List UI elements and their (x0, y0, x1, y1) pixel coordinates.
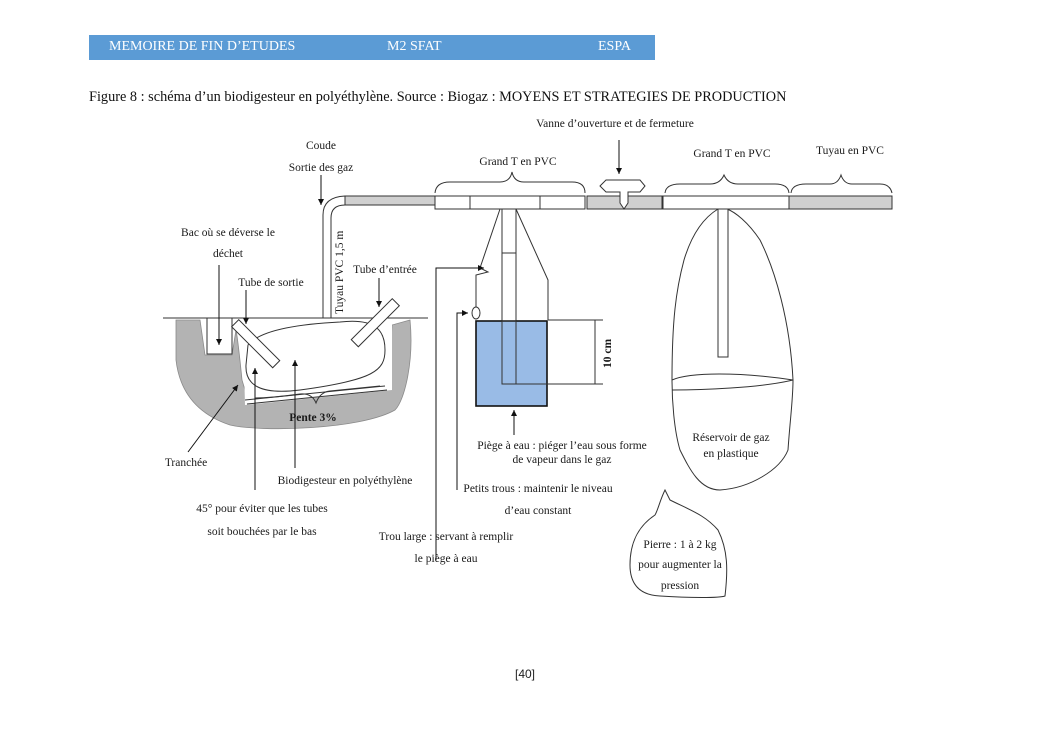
label-petits-trous-2: d’eau constant (505, 505, 573, 517)
figure-caption: Figure 8 : schéma d’un biodigesteur en p… (89, 89, 787, 105)
label-trou-large-1: Trou large : servant à remplir (379, 531, 514, 543)
brace-grand-t-2 (664, 173, 790, 194)
water-trap-funnel (475, 208, 549, 320)
label-vanne: Vanne d’ouverture et de fermeture (536, 118, 694, 130)
biodigester-bag (245, 320, 386, 392)
label-grand-t-1: Grand T en PVC (479, 156, 557, 168)
label-piege-2: de vapeur dans le gaz (513, 454, 612, 466)
label-pierre-2: pour augmenter la (638, 559, 722, 571)
label-coude: Coude (306, 140, 336, 152)
label-reservoir-1: Réservoir de gaz (692, 432, 769, 444)
label-reservoir-2: en plastique (703, 448, 758, 460)
page-number: [40] (515, 667, 536, 681)
label-trou-large-2: le piège à eau (415, 553, 478, 565)
valve-icon (599, 179, 646, 210)
label-10cm: 10 cm (602, 339, 614, 368)
label-pierre-1: Pierre : 1 à 2 kg (643, 539, 716, 551)
header-program: M2 SFAT (387, 39, 442, 54)
brace-tuyau-pvc (790, 173, 893, 194)
vertical-pvc-pipe (322, 195, 346, 318)
pvc-pipe-end (788, 195, 893, 210)
label-sortie-gaz: Sortie des gaz (289, 162, 354, 174)
brace-grand-t-1 (434, 171, 586, 194)
label-bac-2: déchet (213, 248, 244, 260)
label-petits-trous-1: Petits trous : maintenir le niveau (463, 483, 612, 495)
label-bac-1: Bac où se déverse le (181, 227, 275, 239)
outlet-tube (230, 318, 281, 369)
label-angle-2: soit bouchées par le bas (207, 526, 317, 538)
gas-reservoir (671, 208, 794, 491)
label-tuyau-vertical: Tuyau PVC 1,5 m (334, 231, 346, 314)
label-tube-sortie: Tube de sortie (238, 277, 303, 289)
label-pente: Pente 3% (289, 412, 337, 424)
header-school: ESPA (598, 39, 631, 54)
label-biodigesteur: Biodigesteur en polyéthylène (278, 475, 413, 487)
label-tranchee: Tranchée (165, 457, 207, 469)
label-grand-t-2: Grand T en PVC (693, 148, 771, 160)
grand-t-pvc-1 (434, 195, 586, 210)
label-piege-1: Piège à eau : piéger l’eau sous forme (477, 440, 647, 452)
label-angle-1: 45° pour éviter que les tubes (196, 503, 328, 515)
small-hole (471, 306, 481, 320)
label-tube-entree: Tube d’entrée (353, 264, 417, 276)
reservoir-inner-pipe (717, 208, 729, 358)
horizontal-pipe (344, 195, 436, 206)
label-tuyau-pvc: Tuyau en PVC (816, 145, 884, 157)
inlet-tube (350, 297, 401, 348)
label-pierre-3: pression (661, 580, 700, 592)
water-trap-container (475, 320, 548, 407)
stone-weight (629, 488, 728, 598)
header-title: MEMOIRE DE FIN D’ETUDES (109, 39, 296, 54)
document-header-band: MEMOIRE DE FIN D’ETUDES M2 SFAT ESPA (89, 35, 655, 60)
grand-t-pvc-2 (662, 195, 790, 210)
